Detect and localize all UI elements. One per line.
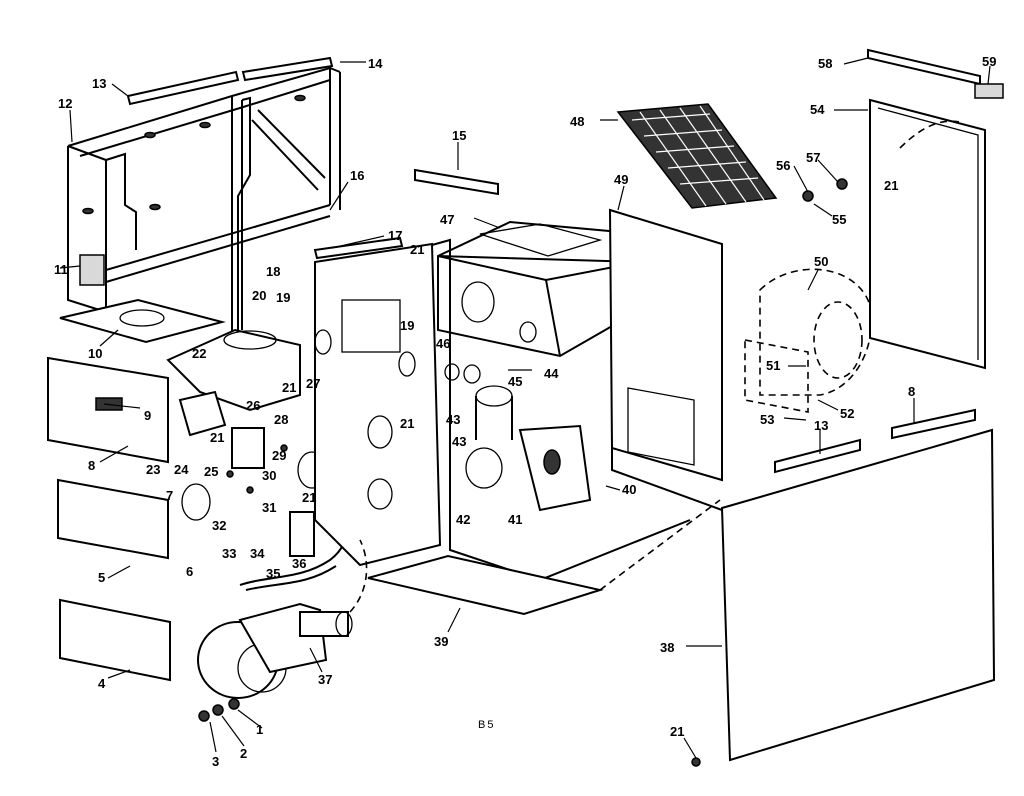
callout-18: 18 <box>266 264 280 279</box>
callout-47: 47 <box>440 212 454 227</box>
top-rail <box>867 48 1004 99</box>
callout-19: 19 <box>276 290 290 305</box>
callout-46: 46 <box>436 336 450 351</box>
cabinet-frame <box>67 66 341 335</box>
callout-55: 55 <box>832 212 846 227</box>
oil-burner <box>197 539 368 699</box>
callout-21: 21 <box>410 242 424 257</box>
manifold-assembly <box>166 328 301 437</box>
mounting-screws <box>198 178 848 767</box>
callout-12: 12 <box>58 96 72 111</box>
callout-26: 26 <box>246 398 260 413</box>
callout-13: 13 <box>814 418 828 433</box>
callout-59: 59 <box>982 54 996 69</box>
callout-3: 3 <box>212 754 219 769</box>
callout-11: 11 <box>54 262 68 277</box>
callout-45: 45 <box>508 374 522 389</box>
access-door <box>869 98 986 370</box>
top-strips <box>126 56 499 196</box>
burner-mount-plate <box>59 254 226 344</box>
callout-31: 31 <box>262 500 276 515</box>
callout-29: 29 <box>272 448 286 463</box>
callout-36: 36 <box>292 556 306 571</box>
callout-52: 52 <box>840 406 854 421</box>
callout-21: 21 <box>282 380 296 395</box>
callout-42: 42 <box>456 512 470 527</box>
callout-leaders <box>59 57 991 759</box>
callout-50: 50 <box>814 254 828 269</box>
callout-44: 44 <box>544 366 559 381</box>
callout-21: 21 <box>670 724 684 739</box>
callout-34: 34 <box>250 546 265 561</box>
callout-25: 25 <box>204 464 218 479</box>
callout-14: 14 <box>368 56 383 71</box>
base-pan <box>367 499 721 616</box>
callout-13: 13 <box>92 76 106 91</box>
flue-collector <box>444 363 592 512</box>
callout-20: 20 <box>252 288 266 303</box>
callout-21: 21 <box>302 490 316 505</box>
callout-21: 21 <box>884 178 898 193</box>
blower-assembly <box>744 268 873 413</box>
callout-21: 21 <box>210 430 224 445</box>
callout-7: 7 <box>166 488 173 503</box>
callout-1: 1 <box>256 722 263 737</box>
callout-40: 40 <box>622 482 636 497</box>
callout-38: 38 <box>660 640 674 655</box>
callout-41: 41 <box>508 512 522 527</box>
callout-2: 2 <box>240 746 247 761</box>
callout-58: 58 <box>818 56 832 71</box>
callout-10: 10 <box>88 346 102 361</box>
callout-15: 15 <box>452 128 466 143</box>
callout-24: 24 <box>174 462 189 477</box>
callout-27: 27 <box>306 376 320 391</box>
rear-panel <box>431 208 723 582</box>
callout-8: 8 <box>88 458 95 473</box>
callout-56: 56 <box>776 158 790 173</box>
callout-43: 43 <box>452 434 466 449</box>
callout-6: 6 <box>186 564 193 579</box>
callout-53: 53 <box>760 412 774 427</box>
callout-9: 9 <box>144 408 151 423</box>
callout-30: 30 <box>262 468 276 483</box>
side-strips <box>774 408 976 474</box>
callout-labels: 13 14 12 15 16 17 21 18 11 20 19 19 10 2… <box>54 54 996 769</box>
callout-21: 21 <box>400 416 414 431</box>
callout-28: 28 <box>274 412 288 427</box>
callout-37: 37 <box>318 672 332 687</box>
callout-33: 33 <box>222 546 236 561</box>
callout-32: 32 <box>212 518 226 533</box>
callout-16: 16 <box>350 168 364 183</box>
callout-22: 22 <box>192 346 206 361</box>
callout-49: 49 <box>614 172 628 187</box>
callout-8: 8 <box>908 384 915 399</box>
callout-43: 43 <box>446 412 460 427</box>
control-components <box>181 427 353 591</box>
callout-23: 23 <box>146 462 160 477</box>
callout-35: 35 <box>266 566 280 581</box>
combustion-chamber <box>437 220 641 358</box>
callout-5: 5 <box>98 570 105 585</box>
front-panels <box>47 356 171 682</box>
diagram-code: B5 <box>478 719 495 731</box>
callout-57: 57 <box>806 150 820 165</box>
callout-51: 51 <box>766 358 780 373</box>
callout-19: 19 <box>400 318 414 333</box>
callout-54: 54 <box>810 102 825 117</box>
side-panel <box>720 428 996 762</box>
callout-17: 17 <box>388 228 402 243</box>
heat-exchanger-front-panel <box>313 236 442 567</box>
callout-48: 48 <box>570 114 584 129</box>
callout-39: 39 <box>434 634 448 649</box>
callout-4: 4 <box>98 676 106 691</box>
filter-grille <box>616 103 778 209</box>
